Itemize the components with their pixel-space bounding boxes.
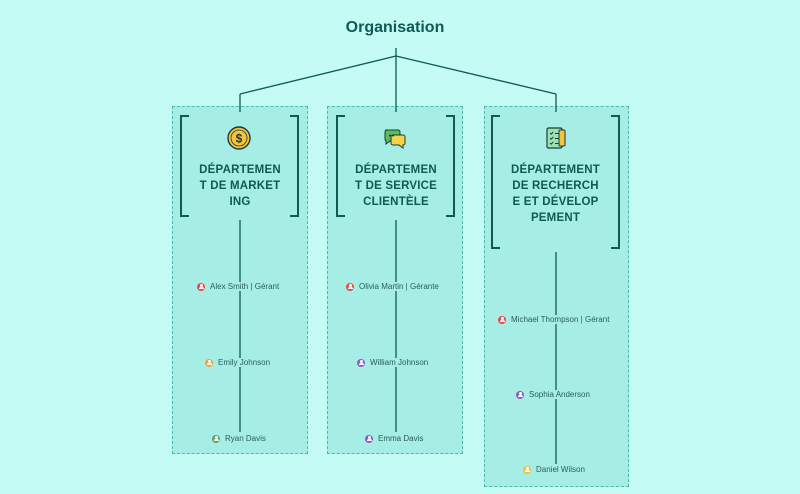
member-rnd-1: Sophia Anderson (514, 390, 592, 399)
dept-title-service: DÉPARTEMENT DE SERVICE CLIENTÈLE (354, 164, 438, 208)
person-icon (365, 434, 373, 443)
chat-bubbles-icon (384, 129, 406, 149)
member-marketing-1: Emily Johnson (203, 358, 273, 367)
member-rnd-2: Daniel Wilson (521, 465, 587, 474)
member-service-0: Olivia Martin | Gérante (344, 282, 441, 291)
member-service-1: William Johnson (355, 358, 431, 367)
person-icon (516, 390, 524, 399)
branch-marketing (239, 55, 397, 95)
branch-rnd (395, 55, 557, 95)
member-service-2: Emma Davis (363, 434, 426, 443)
member-rnd-0: Michael Thompson | Gérant (496, 315, 612, 324)
member-marketing-0: Alex Smith | Gérant (195, 282, 282, 291)
dollar-coin-icon: $ (227, 126, 251, 150)
dept-title-rnd: DÉPARTEMENT DE RECHERCHE ET DÉVELOPPEMEN… (511, 164, 600, 224)
member-marketing-2: Ryan Davis (210, 434, 268, 443)
person-icon (212, 434, 220, 443)
person-icon (205, 358, 213, 367)
diagram-title: Organisation (345, 19, 445, 36)
person-icon (197, 282, 205, 291)
person-icon (346, 282, 354, 291)
person-icon (523, 465, 531, 474)
svg-text:$: $ (236, 132, 243, 146)
person-icon (357, 358, 365, 367)
checklist-icon (546, 127, 566, 149)
person-icon (498, 315, 506, 324)
dept-title-marketing: DÉPARTEMENT DE MARKETING (199, 164, 281, 208)
